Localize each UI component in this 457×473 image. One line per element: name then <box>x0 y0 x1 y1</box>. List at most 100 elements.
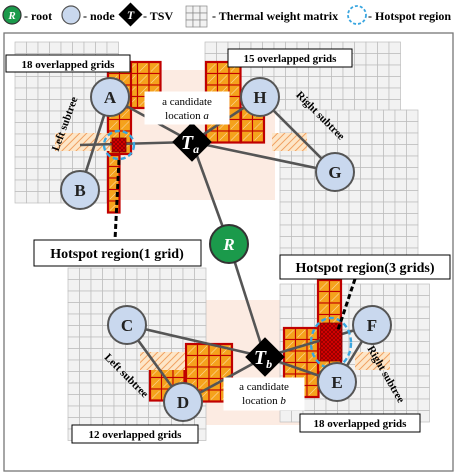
grid-cell <box>14 145 27 158</box>
grid-cell <box>90 325 103 338</box>
grid-cell <box>67 290 80 303</box>
grid-cell <box>60 76 73 89</box>
grid-cell <box>394 155 407 168</box>
grid-cell <box>159 302 172 315</box>
legend-grid-cells <box>185 5 208 28</box>
grid-cell <box>314 398 327 411</box>
grid-cell <box>360 144 373 157</box>
grid-cell <box>388 41 401 54</box>
overlap-cell-texture <box>222 345 231 354</box>
grid-cell <box>371 144 384 157</box>
grid-cell <box>171 267 184 280</box>
grid-cell <box>60 41 73 54</box>
grid-cell <box>337 224 350 237</box>
overlap-cell-texture <box>207 132 216 141</box>
grid-cell <box>394 318 407 331</box>
grid-cell <box>406 364 419 377</box>
grid-cell <box>406 329 419 342</box>
grid-cell <box>79 325 92 338</box>
grid-cell <box>291 201 304 214</box>
grid-cell <box>182 302 195 315</box>
grid-cell <box>148 336 161 349</box>
grid-cell <box>148 279 161 292</box>
callout-bottom-left-text: 12 overlapped grids <box>89 429 183 441</box>
grid-cell <box>37 145 50 158</box>
grid-cell <box>302 306 315 319</box>
grid-cell <box>302 295 315 308</box>
overlap-cell-texture <box>121 109 130 118</box>
grid-cell <box>79 290 92 303</box>
grid-cell <box>49 87 62 100</box>
grid-cell <box>159 313 172 326</box>
callout-hotspot-3: Hotspot region(3 grids) <box>279 254 451 280</box>
overlap-cell-texture <box>109 179 118 188</box>
hatched-band-bottom-right <box>355 352 390 370</box>
root-legend-icon-letter: R <box>7 10 15 22</box>
grid-cell <box>417 306 430 319</box>
grid-cell <box>26 179 39 192</box>
grid-cell <box>14 99 27 112</box>
grid-cell <box>79 336 92 349</box>
overlap-cell-texture <box>242 132 251 141</box>
overlap-cell-texture <box>199 357 208 366</box>
grid-cell <box>26 87 39 100</box>
overlap-cell-texture <box>219 132 228 141</box>
grid-cell <box>194 302 207 315</box>
grid-cell <box>49 76 62 89</box>
tsv-legend-label: - TSV <box>143 9 173 23</box>
grid-cell <box>406 213 419 226</box>
callout-bottom-right: 18 overlapped grids <box>299 413 421 433</box>
grid-cell <box>291 178 304 191</box>
grid-cell <box>325 190 338 203</box>
overlap-cell-texture <box>222 368 231 377</box>
grid-cell <box>360 375 373 388</box>
grid-cell <box>360 283 373 296</box>
overlap-cell-texture <box>210 368 219 377</box>
overlap-cell-texture <box>331 304 340 313</box>
grid-cell <box>377 53 390 66</box>
grid-cell <box>360 121 373 134</box>
grid-cell <box>360 155 373 168</box>
overlap-cell-texture <box>109 168 118 177</box>
hotspot-region-1 <box>102 129 136 161</box>
grid-cell <box>26 41 39 54</box>
grid-cell <box>199 19 208 28</box>
grid-cell <box>194 290 207 303</box>
tsv-legend-icon-letter: T <box>127 8 135 22</box>
grid-cell <box>199 12 208 21</box>
grid-cell <box>371 132 384 145</box>
svg-text:location b: location b <box>242 395 286 407</box>
grid-cell <box>279 213 292 226</box>
grid-cell <box>337 109 350 122</box>
grid-cell <box>337 190 350 203</box>
grid-cell <box>325 236 338 249</box>
node-e-label: E <box>331 373 342 392</box>
hotspot-legend-icon <box>347 5 367 25</box>
grid-cell <box>83 110 96 123</box>
grid-cell <box>136 267 149 280</box>
grid-cell <box>342 76 355 89</box>
grid-cell <box>125 290 138 303</box>
grid-cell <box>302 398 315 411</box>
grid-cell <box>102 405 115 418</box>
grid-cell <box>406 178 419 191</box>
grid-cell <box>406 224 419 237</box>
grid-cell <box>406 121 419 134</box>
grid-cell <box>383 201 396 214</box>
grid-cell <box>79 359 92 372</box>
root-node: R <box>209 224 249 264</box>
grid-cell <box>377 76 390 89</box>
grid-cell <box>371 155 384 168</box>
grid-cell <box>14 156 27 169</box>
grid-cell <box>90 382 103 395</box>
grid-cell <box>113 394 126 407</box>
grid-cell <box>371 121 384 134</box>
grid-cell <box>371 190 384 203</box>
grid-cell <box>26 99 39 112</box>
grid-cell <box>192 12 201 21</box>
grid-cell <box>406 283 419 296</box>
grid-cell <box>348 398 361 411</box>
grid-cell <box>406 201 419 214</box>
grid-cell <box>365 87 378 100</box>
overlap-cell-texture <box>187 368 196 377</box>
